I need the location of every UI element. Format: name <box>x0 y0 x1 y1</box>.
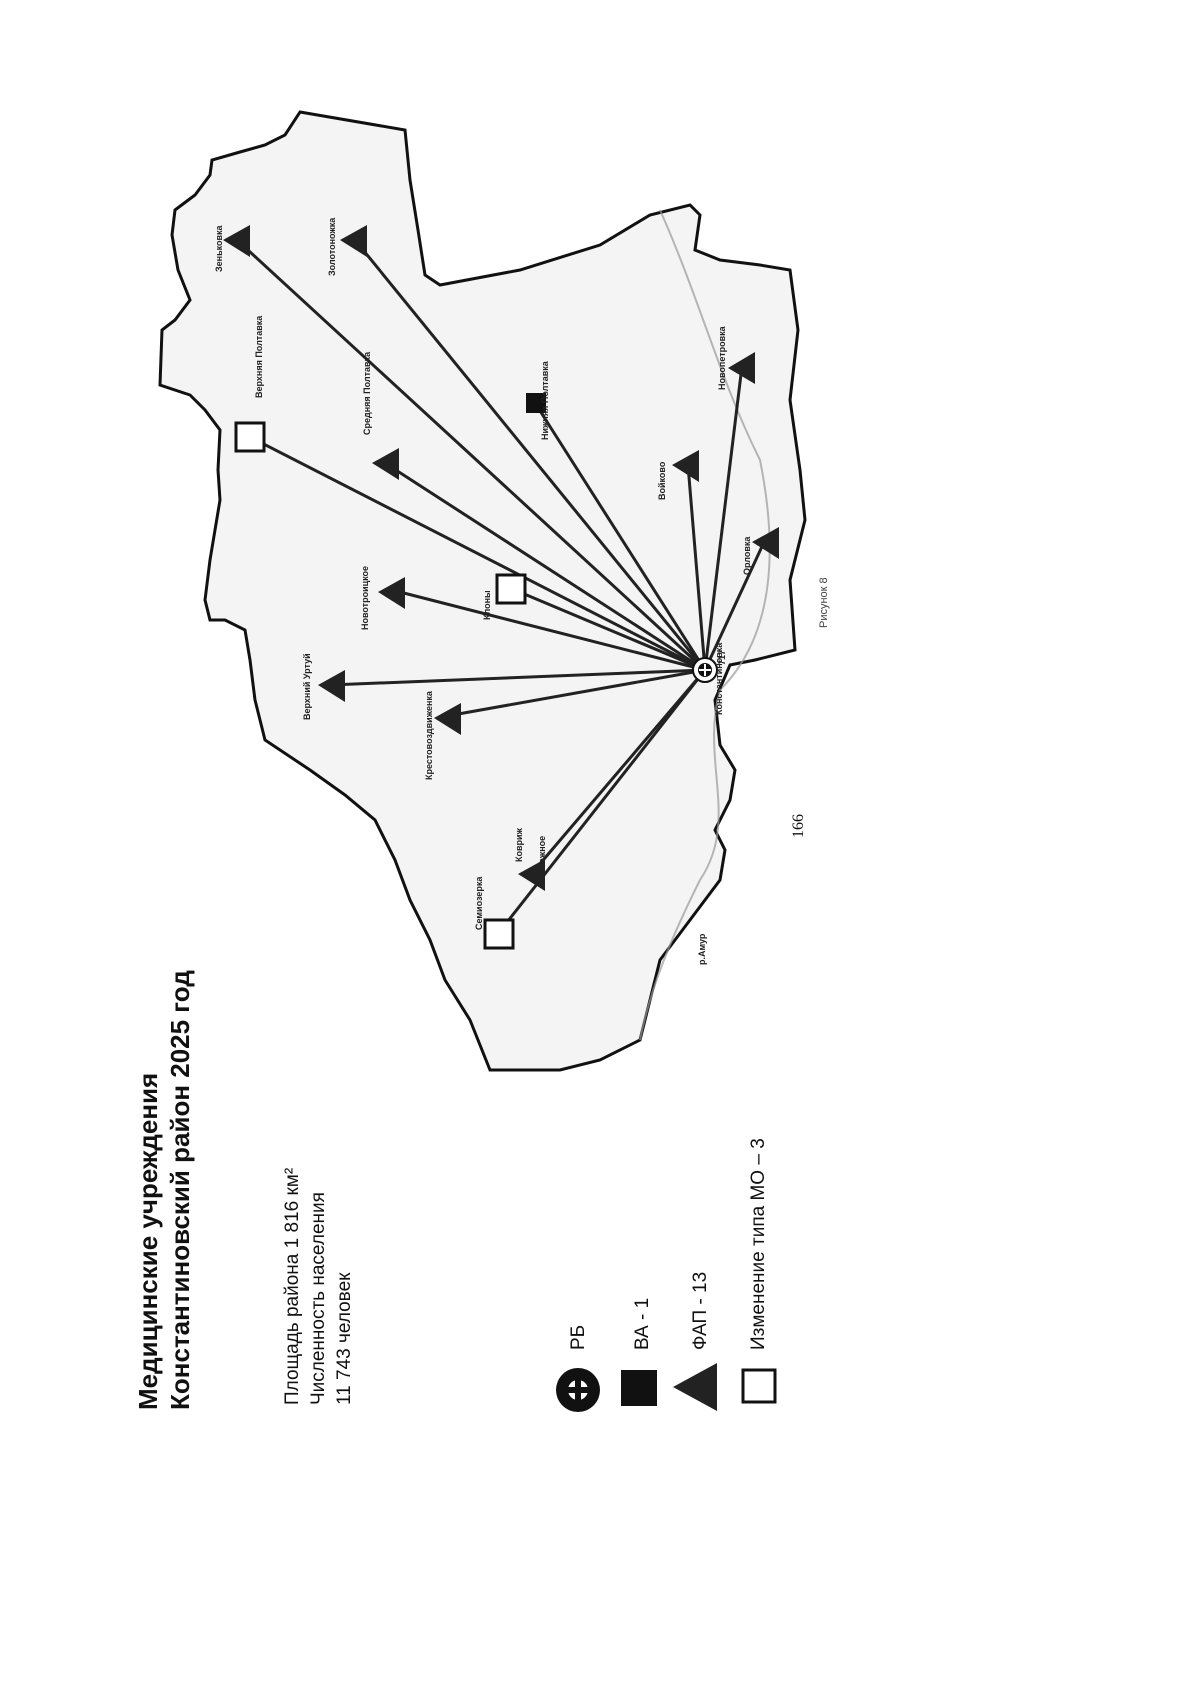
marker-verkhnyaya-poltavka <box>234 421 266 453</box>
label-semiozerka: Семиозерка <box>474 876 484 930</box>
line-semiozerka <box>495 669 707 936</box>
marker-semiozerka <box>483 918 515 950</box>
marker-zenkovka <box>223 225 250 257</box>
label-srednyaya-poltavka: Средняя Полтавка <box>362 351 372 435</box>
fap-markers <box>223 225 779 891</box>
marker-klony <box>495 573 527 605</box>
marker-srednyaya-poltavka <box>372 448 399 480</box>
connection-lines <box>235 238 767 936</box>
rb-icon <box>556 1368 600 1412</box>
line-kovrizh <box>531 669 707 873</box>
label-verkhnyaya-poltavka: Верхняя Полтавка <box>254 315 264 398</box>
square-outline-icon <box>741 1368 777 1404</box>
line-verkhnyaya-poltavka <box>251 436 706 672</box>
label-zenkovka: Зеньковка <box>214 224 224 272</box>
district-boundary <box>158 110 807 1072</box>
label-river: р.Амур <box>697 933 707 965</box>
label-krestovozdvizhenka: Крестовоздвиженка <box>424 690 434 780</box>
line-klony <box>509 586 706 672</box>
label-zolotonozhka: Золотоножка <box>327 217 337 276</box>
label-kovrizh: Ковриж <box>514 827 524 862</box>
label-hub-number: 717 <box>717 650 727 665</box>
change-type-markers <box>234 421 527 950</box>
label-voikovo: Войково <box>657 461 667 500</box>
marker-zolotonozhka <box>340 225 367 257</box>
place-labels: Зеньковка Золотоножка Верхняя Полтавка С… <box>214 217 752 965</box>
line-verkhniy-urtuy <box>329 668 706 687</box>
marker-krestovozdvizhenka <box>434 703 461 735</box>
line-nizhnyaya-poltavka <box>533 402 707 671</box>
line-orlovka <box>703 539 767 671</box>
triangle-icon <box>673 1363 717 1411</box>
line-srednyaya-poltavka <box>384 461 706 672</box>
figure-caption: Рисунок 8 <box>818 577 830 628</box>
label-verkhniy-urtuy: Верхний Уртуй <box>302 653 312 720</box>
label-otvazhnoe: Отважное <box>537 836 547 880</box>
river <box>639 209 771 1041</box>
square-filled-icon <box>621 1370 657 1406</box>
marker-novotroitskoe <box>378 577 405 609</box>
line-zenkovka <box>235 238 707 672</box>
label-hub: Константиновка <box>714 642 724 715</box>
marker-voikovo <box>672 450 699 482</box>
line-krestovozdvizhenka <box>446 668 706 718</box>
label-novotroitskoe: Новотроицкое <box>360 566 370 630</box>
line-zolotonozhka <box>353 239 707 671</box>
marker-novopetrovka <box>728 352 755 384</box>
marker-verkhniy-urtuy <box>318 670 345 702</box>
label-nizhnyaya-poltavka: Нижняя Полтавка <box>540 360 550 440</box>
marker-orlovka <box>752 527 779 559</box>
label-klony: Клоны <box>482 590 492 620</box>
line-novotroitskoe <box>391 588 706 672</box>
marker-kovrizh <box>518 859 545 891</box>
marker-nizhnyaya-poltavka <box>526 393 546 413</box>
line-voikovo <box>686 464 707 671</box>
hub-marker <box>692 657 718 683</box>
label-orlovka: Орловка <box>742 536 752 575</box>
line-novopetrovka <box>703 365 744 671</box>
label-novopetrovka: Новопетровка <box>717 325 727 390</box>
